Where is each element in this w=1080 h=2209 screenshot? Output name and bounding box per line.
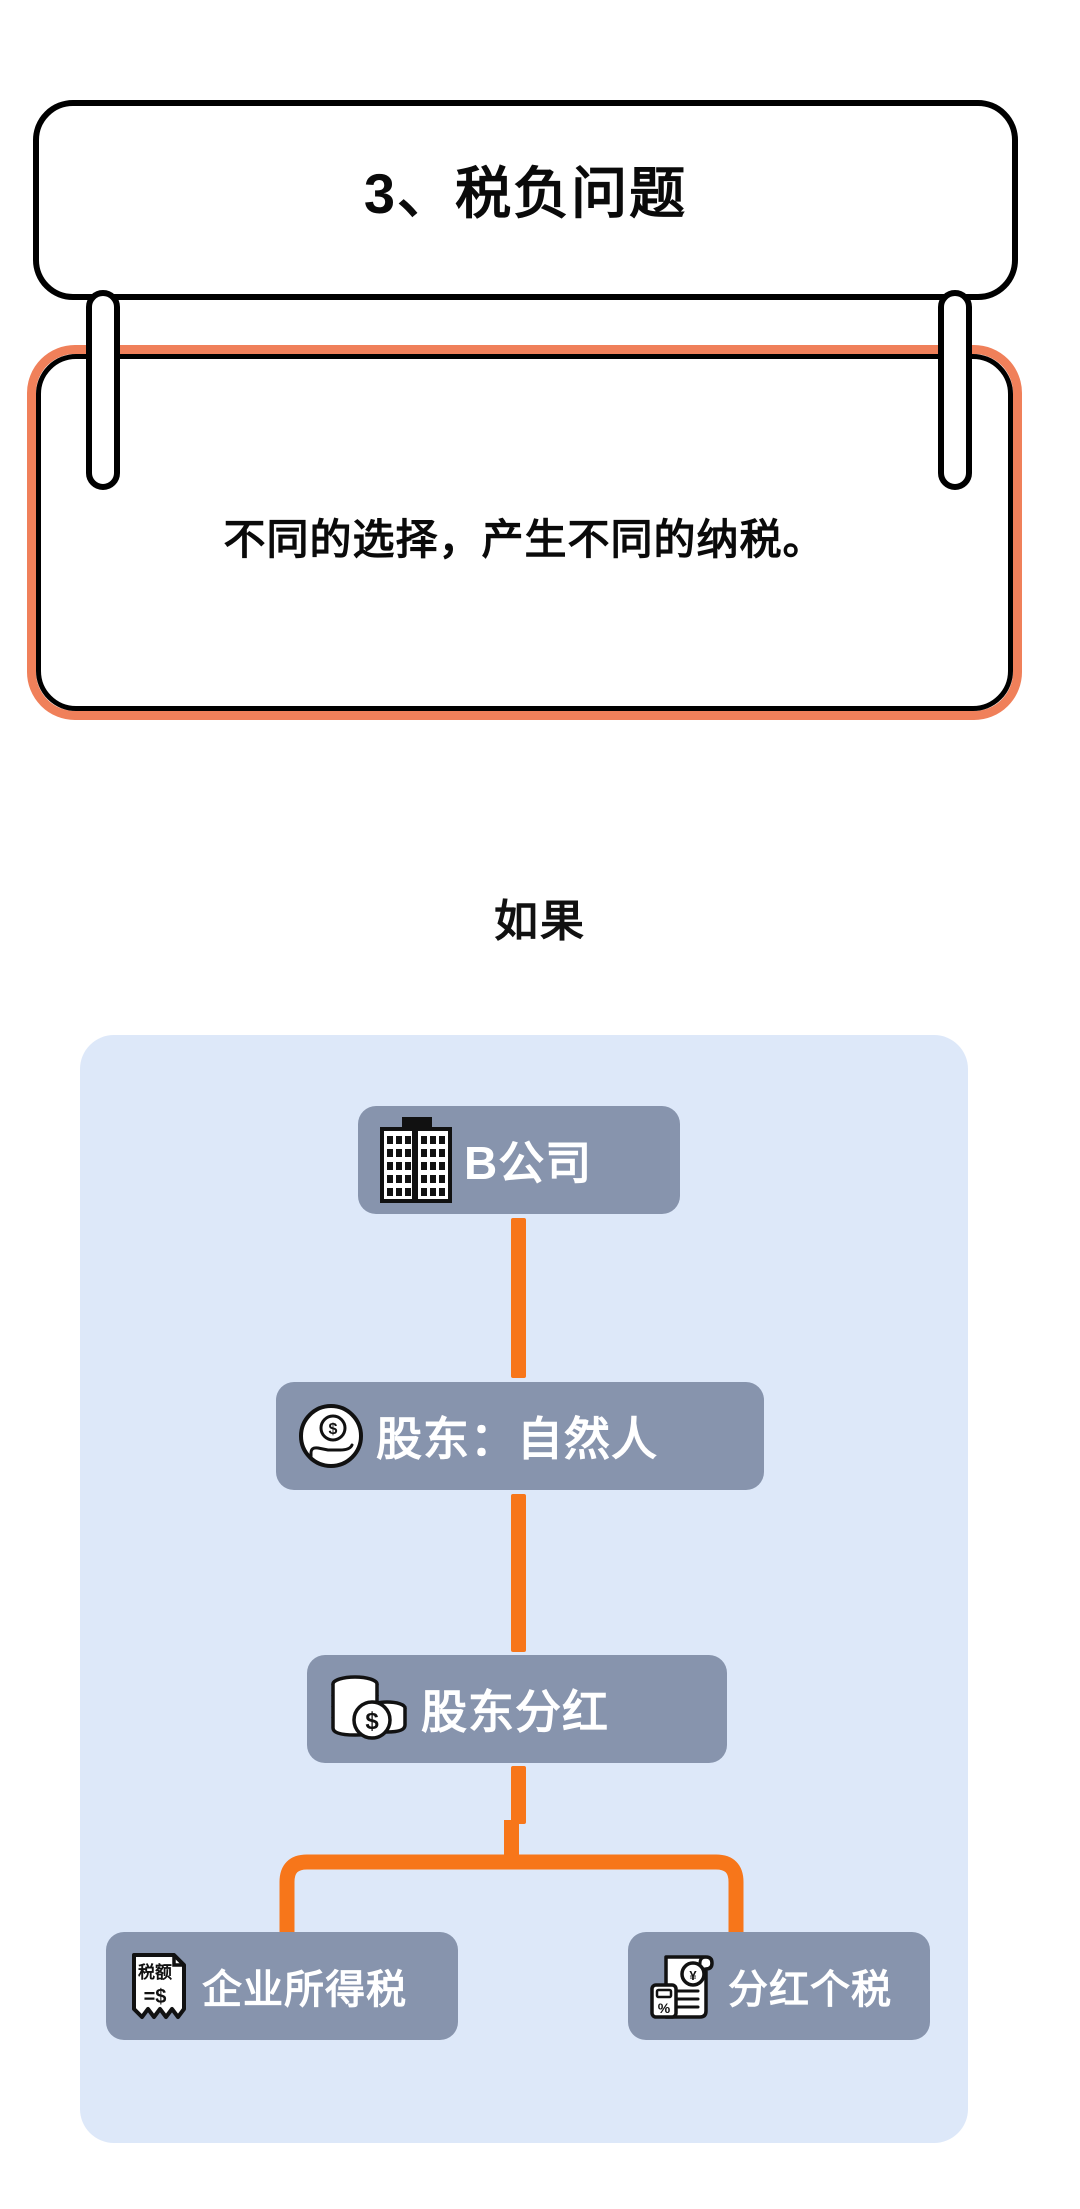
connector-dividend-stem [511,1766,526,1824]
tax-receipt-icon: 税额 =$ [128,1949,190,2023]
notebook-card-group: 3、税负问题 不同的选择，产生不同的纳税。 [0,0,1080,760]
flow-node-company[interactable]: B公司 [358,1106,680,1214]
flow-node-dividend-tax[interactable]: ¥ % 分红个税 [628,1932,930,2040]
body-card: 不同的选择，产生不同的纳税。 [27,345,1022,720]
tax-document-icon: ¥ % [650,1951,716,2021]
flow-node-corporate-tax[interactable]: 税额 =$ 企业所得税 [106,1932,458,2040]
body-text: 不同的选择，产生不同的纳税。 [223,516,826,563]
receipt-top-text: 税额 [138,1962,172,1982]
title-card: 3、税负问题 [33,100,1018,300]
flow-node-dividend-label: 股东分红 [421,1686,609,1738]
svg-text:$: $ [329,1421,338,1438]
coin-stack-icon: $ [329,1675,409,1743]
svg-text:%: % [658,2000,671,2016]
binder-ring-right-icon [938,290,972,490]
body-card-inner: 不同的选择，产生不同的纳税。 [36,354,1013,711]
page-title: 3、税负问题 [363,162,688,225]
connector-company-to-shareholder [511,1218,526,1378]
if-caption: 如果 [494,897,586,946]
hand-holding-coin-icon: $ [298,1403,364,1469]
office-building-icon [380,1117,452,1203]
flow-node-dividend-tax-label: 分红个税 [728,1968,892,2012]
svg-text:$: $ [365,1708,379,1735]
flow-node-shareholder[interactable]: $ 股东：自然人 [276,1382,764,1490]
connector-shareholder-to-dividend [511,1494,526,1652]
flow-node-dividend[interactable]: $ 股东分红 [307,1655,727,1763]
flow-node-corporate-tax-label: 企业所得税 [202,1968,407,2012]
svg-text:¥: ¥ [689,1968,697,1983]
connector-branch-split [279,1820,744,1932]
binder-ring-left-icon [86,290,120,490]
flow-node-shareholder-label: 股东：自然人 [376,1413,658,1465]
receipt-bottom-text: =$ [144,1986,167,2008]
flow-node-company-label: B公司 [464,1137,593,1189]
